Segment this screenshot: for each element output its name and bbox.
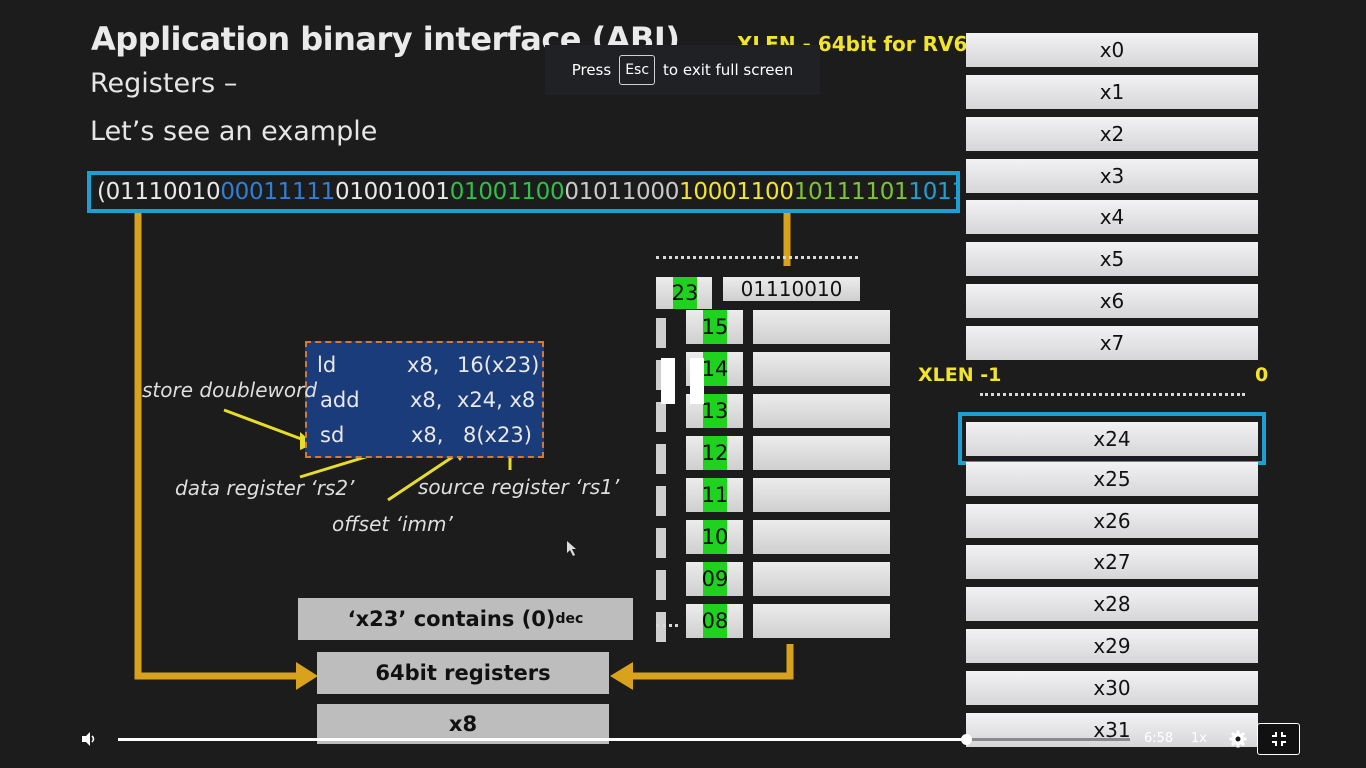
memory-value-cell <box>753 520 890 554</box>
memory-address: 12 <box>702 436 728 470</box>
binary-segment: 10111101 <box>793 179 909 205</box>
register-x7: x7 <box>966 326 1258 360</box>
register-x24: x24 <box>966 421 1258 456</box>
memory-top-dots <box>656 256 858 259</box>
memory-strip <box>656 570 666 600</box>
time-display: 6:58 <box>1144 731 1174 746</box>
memory-value-cell <box>753 478 890 512</box>
register-x2: x2 <box>966 117 1258 151</box>
memory-address: 13 <box>702 394 728 428</box>
register-x0: x0 <box>966 33 1258 67</box>
memory-strip <box>656 402 666 432</box>
code-rd: x8, <box>407 353 440 377</box>
annotation-rs2: data register ‘rs2’ <box>175 476 355 500</box>
memory-value-cell <box>753 310 890 344</box>
memory-top-address: 23 <box>672 277 698 309</box>
register-x3: x3 <box>966 159 1258 193</box>
memory-strip <box>656 318 666 348</box>
fullscreen-exit-toast: Press Esc to exit full screen <box>545 45 820 95</box>
memory-top-value: 01110010 <box>723 277 860 301</box>
x23-contains-sub: dec <box>555 611 584 627</box>
memory-address: 09 <box>702 562 728 596</box>
xlen-lsb-label: 0 <box>1255 364 1269 386</box>
memory-value-cell <box>753 604 890 638</box>
register-x1: x1 <box>966 75 1258 109</box>
memory-value-cell <box>753 436 890 470</box>
toast-esc-key: Esc <box>619 55 656 85</box>
gear-icon[interactable] <box>1229 730 1247 748</box>
slide-example-line: Let’s see an example <box>90 116 378 147</box>
memory-address: 14 <box>702 352 728 386</box>
slide-subtitle: Registers – <box>90 68 238 99</box>
register-x30: x30 <box>966 671 1258 705</box>
code-op: add <box>320 388 360 412</box>
x8-box: x8 <box>317 704 609 744</box>
x23-contains-text: ‘x23’ contains (0) <box>347 607 556 631</box>
binary-segment: (01110010 <box>97 179 221 205</box>
memory-strip <box>656 612 666 642</box>
assembly-code-box: ld x8, 16(x23) add x8, x24, x8 sd x8, 8(… <box>305 341 544 458</box>
register-x5: x5 <box>966 242 1258 276</box>
register-x26: x26 <box>966 504 1258 538</box>
memory-value-cell <box>753 562 890 596</box>
memory-strip <box>656 444 666 474</box>
memory-address: 11 <box>702 478 728 512</box>
memory-address: 15 <box>702 310 728 344</box>
memory-bottom-dots <box>656 624 678 627</box>
memory-address: 08 <box>702 604 728 638</box>
binary-segment: 01011000 <box>564 179 680 205</box>
code-op: sd <box>320 423 345 447</box>
memory-strip <box>656 528 666 558</box>
exit-fullscreen-icon <box>1271 732 1286 746</box>
code-arg: 8(x23) <box>463 423 532 447</box>
binary-segment: 01001100 <box>449 179 565 205</box>
x23-contains-box: ‘x23’ contains (0)dec <box>298 598 633 640</box>
binary-segment: 00011111 <box>220 179 336 205</box>
64bit-registers-box: 64bit registers <box>317 652 609 694</box>
binary-segment: 01001001 <box>335 179 450 205</box>
register-x25: x25 <box>966 462 1258 496</box>
register-x6: x6 <box>966 284 1258 318</box>
playback-speed-button[interactable]: 1x <box>1191 731 1207 746</box>
code-rd: x8, <box>410 388 443 412</box>
memory-overlay-bar <box>690 358 704 404</box>
progress-fill <box>118 738 966 741</box>
memory-value-cell <box>753 352 890 386</box>
register-gap-dots <box>980 393 1245 396</box>
binary-segment: 10001100 <box>679 179 794 205</box>
register-x27: x27 <box>966 545 1258 579</box>
memory-value-cell <box>753 394 890 428</box>
annotation-imm: offset ‘imm’ <box>332 512 453 536</box>
memory-overlay-bar <box>661 358 675 404</box>
register-x24-highlighted: x24 <box>958 412 1266 465</box>
exit-fullscreen-button[interactable] <box>1257 723 1300 755</box>
progress-thumb[interactable] <box>961 734 972 745</box>
annotation-rs1: source register ‘rs1’ <box>418 475 620 499</box>
xlen-msb-label: XLEN -1 <box>918 364 1002 386</box>
code-arg: x24, x8 <box>457 388 536 412</box>
toast-rest: to exit full screen <box>663 61 794 79</box>
register-x28: x28 <box>966 587 1258 621</box>
memory-strip <box>656 486 666 516</box>
volume-icon[interactable] <box>80 730 98 748</box>
code-rd: x8, <box>411 423 444 447</box>
binary-segment: 10111111 <box>908 179 960 205</box>
code-arg: 16(x23) <box>457 353 540 377</box>
code-op: ld <box>317 353 337 377</box>
register-x4: x4 <box>966 200 1258 234</box>
memory-address: 10 <box>702 520 728 554</box>
annotation-store: store doubleword <box>142 378 318 402</box>
register-x29: x29 <box>966 629 1258 663</box>
toast-press: Press <box>571 61 612 79</box>
